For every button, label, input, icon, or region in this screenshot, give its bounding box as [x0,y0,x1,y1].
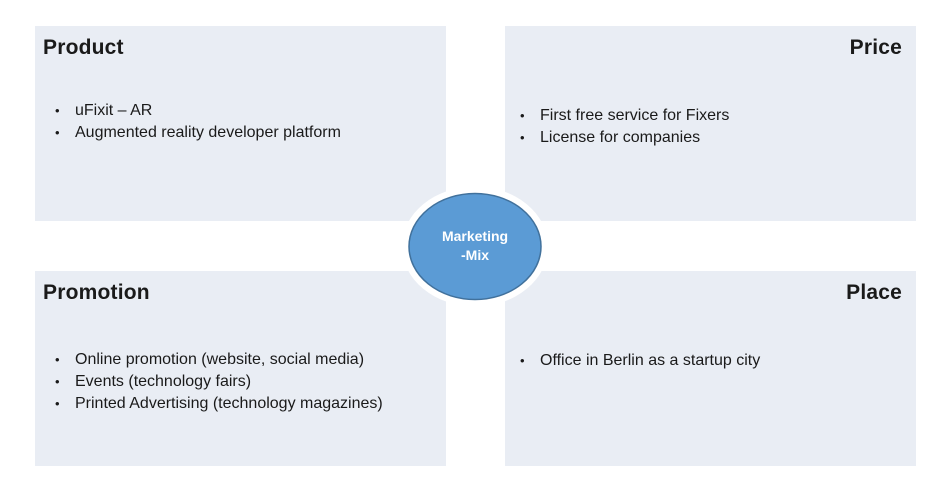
product-list: uFixit – AR Augmented reality developer … [45,100,345,144]
place-title: Place [846,281,902,304]
promotion-quadrant: Promotion Online promotion (website, soc… [35,271,446,466]
product-title: Product [43,36,124,59]
promotion-item: Printed Advertising (technology magazine… [45,393,445,415]
marketing-mix-hub: Marketing -Mix [400,184,550,309]
hub-label-line1: Marketing [441,228,509,244]
place-list: Office in Berlin as a startup city [510,350,890,372]
place-item: Office in Berlin as a startup city [510,350,890,372]
product-item: Augmented reality developer platform [45,122,345,144]
price-list: First free service for Fixers License fo… [510,105,890,149]
hub-ellipse [408,192,542,301]
product-quadrant: Product uFixit – AR Augmented reality de… [35,26,446,221]
price-quadrant: Price First free service for Fixers Lice… [505,26,916,221]
promotion-item: Events (technology fairs) [45,371,445,393]
promotion-item: Online promotion (website, social media) [45,349,445,371]
hub-ellipse-graphic [402,186,548,307]
place-quadrant: Place Office in Berlin as a startup city [505,271,916,466]
hub-label-line2: -Mix [461,247,489,263]
promotion-title: Promotion [43,281,150,304]
price-title: Price [849,36,902,59]
hub-label: Marketing -Mix [400,227,550,265]
price-item: License for companies [510,127,890,149]
price-item: First free service for Fixers [510,105,890,127]
promotion-list: Online promotion (website, social media)… [45,349,445,415]
product-item: uFixit – AR [45,100,345,122]
